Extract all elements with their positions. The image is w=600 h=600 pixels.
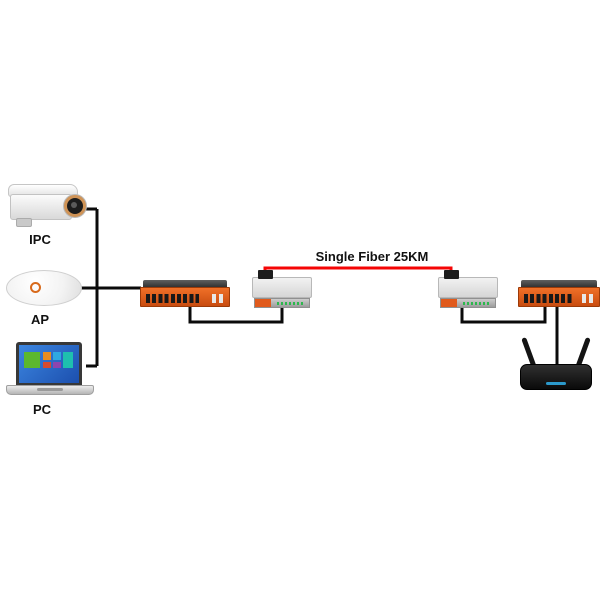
cable-switch-left-to-converter-left bbox=[188, 306, 284, 324]
camera-body bbox=[10, 194, 72, 220]
ipc-label: IPC bbox=[29, 232, 51, 247]
pc-label: PC bbox=[32, 402, 52, 417]
wireless-ap bbox=[6, 270, 84, 308]
screen-tile bbox=[43, 362, 51, 368]
ethernet-switch-right bbox=[518, 280, 600, 307]
pc-laptop bbox=[6, 342, 94, 400]
fiber-converter-right bbox=[438, 270, 498, 308]
switch-ports bbox=[524, 294, 572, 303]
switch-ports bbox=[146, 294, 199, 303]
converter-front-panel bbox=[440, 298, 496, 308]
fiber-sc-port bbox=[258, 270, 273, 279]
ethernet-switch-left bbox=[140, 280, 230, 307]
switch-front-panel bbox=[140, 287, 230, 307]
wireless-router bbox=[520, 334, 592, 396]
router-led-light bbox=[546, 382, 566, 385]
screen-tile bbox=[43, 352, 51, 360]
switch-uplink-ports bbox=[582, 294, 595, 303]
switch-top-panel bbox=[521, 280, 597, 288]
screen-tile bbox=[53, 362, 61, 368]
ap-body bbox=[6, 270, 82, 306]
switch-uplink-ports bbox=[212, 294, 225, 303]
switch-top-panel bbox=[143, 280, 227, 288]
converter-front-panel bbox=[254, 298, 310, 308]
switch-front-panel bbox=[518, 287, 600, 307]
converter-top-panel bbox=[438, 277, 498, 298]
ap-logo-icon bbox=[30, 282, 41, 293]
ipc-camera bbox=[8, 184, 96, 230]
laptop-screen bbox=[16, 342, 82, 386]
screen-tile bbox=[24, 352, 40, 368]
fiber-link-label: Single Fiber 25KM bbox=[315, 249, 429, 264]
screen-tile bbox=[63, 352, 73, 368]
cable-converter-right-to-switch-right bbox=[460, 306, 547, 324]
laptop-base bbox=[6, 385, 94, 395]
router-body bbox=[520, 364, 592, 390]
camera-mount bbox=[16, 218, 32, 227]
camera-lens-icon bbox=[64, 195, 86, 217]
ap-label: AP bbox=[30, 312, 50, 327]
fiber-sc-port bbox=[444, 270, 459, 279]
fiber-converter-left bbox=[252, 270, 312, 308]
screen-tile bbox=[53, 352, 61, 360]
converter-top-panel bbox=[252, 277, 312, 298]
